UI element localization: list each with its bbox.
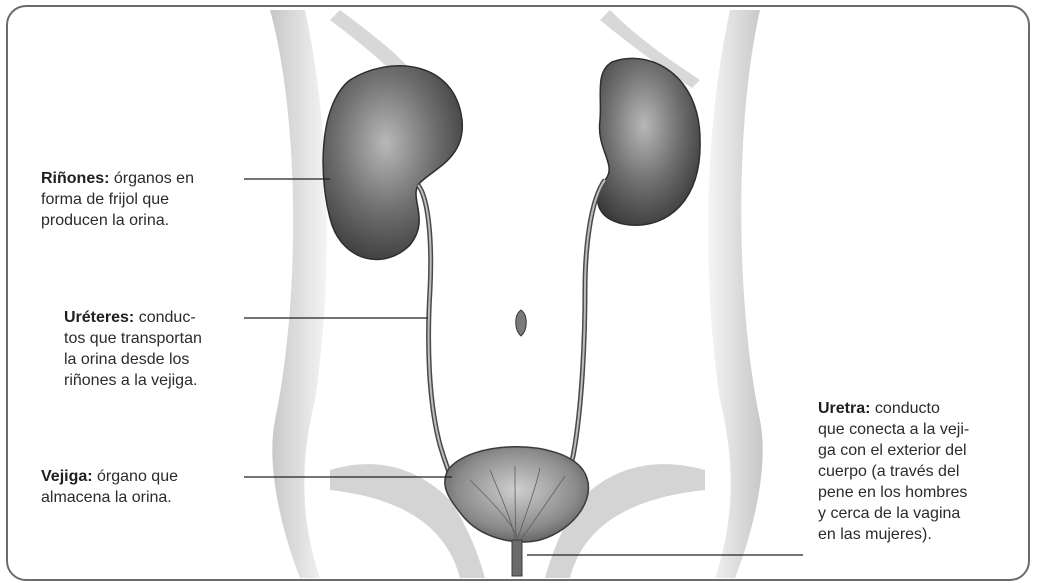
desc-uretra-1: conducto <box>875 400 940 417</box>
term-uretra: Uretra: <box>818 400 870 417</box>
desc-rinones-1: órganos en <box>114 170 194 187</box>
term-ureteres: Uréteres: <box>64 309 134 326</box>
desc-uretra-4: cuerpo (a través del <box>818 461 969 482</box>
urethra <box>512 540 522 576</box>
desc-ureteres-1: conduc- <box>139 309 196 326</box>
label-vejiga: Vejiga: órgano que almacena la orina. <box>41 466 178 508</box>
right-kidney <box>598 58 700 225</box>
desc-uretra-3: ga con el exterior del <box>818 440 969 461</box>
desc-uretra-7: en las mujeres). <box>818 524 969 545</box>
left-ureter-highlight <box>418 185 452 480</box>
desc-rinones-2: forma de frijol que <box>41 189 194 210</box>
desc-vejiga-1: órgano que <box>97 468 178 485</box>
torso-right-side <box>708 10 763 578</box>
term-vejiga: Vejiga: <box>41 468 93 485</box>
navel <box>516 310 527 336</box>
desc-rinones-3: producen la orina. <box>41 210 194 231</box>
right-ureter <box>566 180 605 480</box>
desc-uretra-6: y cerca de la vagina <box>818 503 969 524</box>
desc-ureteres-3: la orina desde los <box>64 349 202 370</box>
desc-ureteres-4: riñones a la vejiga. <box>64 370 202 391</box>
left-kidney <box>323 66 462 260</box>
desc-uretra-2: que conecta a la veji- <box>818 419 969 440</box>
label-rinones: Riñones: órganos en forma de frijol que … <box>41 168 194 231</box>
desc-ureteres-2: tos que transportan <box>64 328 202 349</box>
torso-left-side <box>270 10 327 578</box>
left-ureter <box>418 185 452 480</box>
term-rinones: Riñones: <box>41 170 109 187</box>
desc-vejiga-2: almacena la orina. <box>41 487 178 508</box>
label-uretra: Uretra: conducto que conecta a la veji- … <box>818 398 969 545</box>
label-ureteres: Uréteres: conduc- tos que transportan la… <box>64 307 202 391</box>
desc-uretra-5: pene en los hombres <box>818 482 969 503</box>
